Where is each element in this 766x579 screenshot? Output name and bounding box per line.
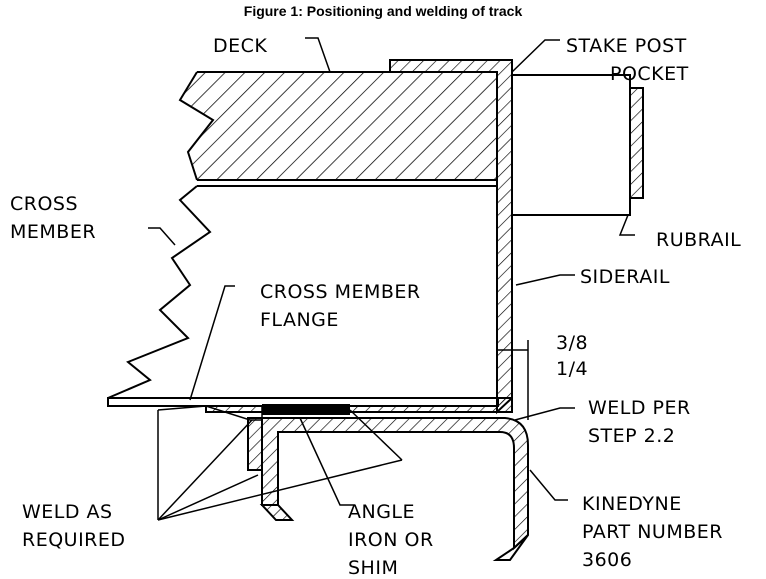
weld-outline [205,405,263,421]
label-dim-3-8: 3/8 [556,332,588,354]
leader-lines [148,37,635,521]
label-weld-per: WELD PER [588,397,691,419]
label-step: STEP 2.2 [588,425,675,447]
label-required: REQUIRED [22,529,126,551]
label-shim: SHIM [348,557,398,579]
label-part-number: PART NUMBER [582,521,723,543]
label-iron-or: IRON OR [348,529,434,551]
label-cross: CROSS [10,193,78,215]
label-flange-2: FLANGE [260,309,339,331]
label-weld-as: WELD AS [22,501,113,523]
angle-iron-shim [262,404,350,415]
stake-post-pocket [511,74,644,216]
kinedyne-track [247,417,529,561]
label-flange-1: CROSS MEMBER [260,281,421,303]
label-stake-post: STAKE POST [566,35,687,57]
figure-title: Figure 1: Positioning and welding of tra… [244,3,523,19]
label-member: MEMBER [10,221,96,243]
label-kinedyne: KINEDYNE [582,493,682,515]
label-deck: DECK [213,35,267,57]
label-siderail: SIDERAIL [580,266,670,288]
label-angle: ANGLE [348,501,415,523]
label-pocket: POCKET [610,63,689,85]
label-3606: 3606 [582,549,632,571]
label-dim-1-4: 1/4 [556,358,588,380]
deck-shape [178,71,497,181]
label-rubrail: RUBRAIL [656,229,741,251]
